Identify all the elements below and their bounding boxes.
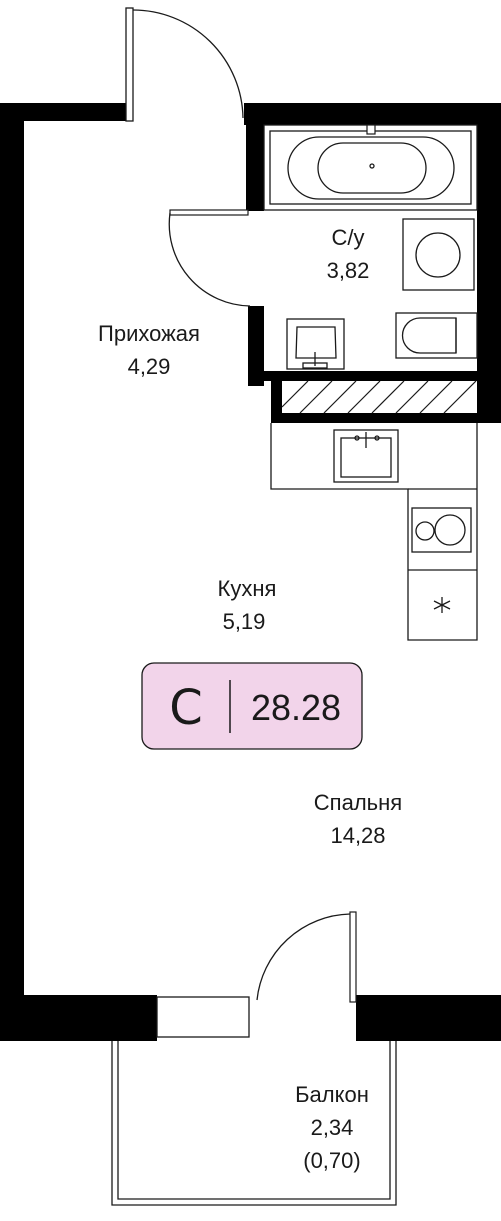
balcony-door-swing xyxy=(256,913,351,1001)
room-area: 4,29 xyxy=(128,354,171,379)
room-bedroom-label: Спальня 14,28 xyxy=(314,790,402,848)
balcony-door xyxy=(256,911,357,1003)
shaft-hatching xyxy=(281,380,477,414)
exterior-walls xyxy=(0,103,501,1041)
room-name: Кухня xyxy=(218,576,277,601)
entrance-door-leaf xyxy=(125,7,134,122)
toilet xyxy=(395,312,478,359)
washing-machine xyxy=(402,218,475,291)
room-bathroom-label: С/у 3,82 xyxy=(327,225,370,283)
bathroom-door-swing xyxy=(168,212,251,307)
ventilation-shaft xyxy=(271,371,501,423)
top-wall-left xyxy=(0,103,133,121)
bottom-wall-right xyxy=(356,995,501,1041)
balcony-outline xyxy=(111,1041,397,1206)
bathroom-sink xyxy=(286,318,345,370)
entrance-door-swing xyxy=(132,9,244,119)
bathroom-left-wall-upper xyxy=(246,125,264,211)
room-area: 14,28 xyxy=(330,823,385,848)
bottom-wall-left xyxy=(0,995,157,1041)
right-wall xyxy=(477,103,501,408)
top-wall-right xyxy=(244,103,501,125)
bathtub xyxy=(263,124,478,211)
kitchen-counter xyxy=(270,423,478,641)
unit-total-area: 28.28 xyxy=(251,687,341,728)
shaft-inner xyxy=(282,381,477,413)
room-area: 5,19 xyxy=(223,609,266,634)
room-hallway-label: Прихожая 4,29 xyxy=(98,321,200,379)
room-area-coefficient: (0,70) xyxy=(303,1148,360,1173)
room-kitchen-label: Кухня 5,19 xyxy=(218,576,277,634)
unit-area-badge: С 28.28 xyxy=(141,662,363,750)
cooktop xyxy=(411,507,472,553)
room-name: Спальня xyxy=(314,790,402,815)
balcony-window xyxy=(156,996,250,1038)
unit-type-letter: С xyxy=(169,680,203,736)
area-badge-background xyxy=(141,662,363,750)
bathroom-door xyxy=(168,209,251,307)
room-name: Балкон xyxy=(295,1082,369,1107)
room-balcony-label: Балкон 2,34 (0,70) xyxy=(295,1082,369,1173)
kitchen-sink xyxy=(333,429,399,483)
room-name: Прихожая xyxy=(98,321,200,346)
entrance-door xyxy=(125,7,244,122)
fridge-snowflake-icon xyxy=(433,597,451,613)
balcony-inner-rail xyxy=(117,1041,391,1200)
room-name: С/у xyxy=(332,225,365,250)
left-wall xyxy=(0,103,24,1023)
bathtub-faucet-icon xyxy=(366,124,376,135)
balcony-door-leaf xyxy=(349,911,357,1003)
room-area: 2,34 xyxy=(311,1115,354,1140)
bathroom-left-wall-lower xyxy=(248,306,264,386)
bathroom-door-leaf xyxy=(169,209,249,216)
room-area: 3,82 xyxy=(327,258,370,283)
